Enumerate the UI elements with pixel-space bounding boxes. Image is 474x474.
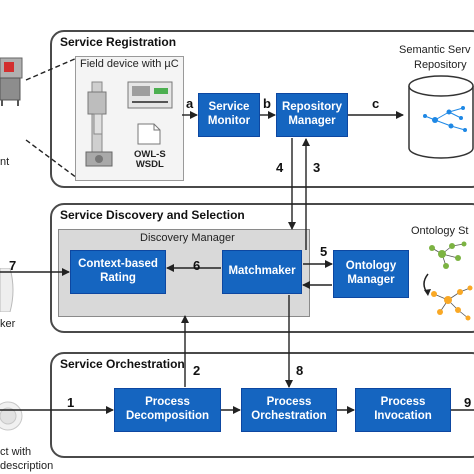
edge-label-8: 8 <box>296 363 304 378</box>
edge-label-b: b <box>263 96 271 111</box>
left-mid-label: ker <box>0 318 16 330</box>
semantic-repository-cylinder <box>408 75 474 159</box>
edge-label-a: a <box>186 96 194 111</box>
matchmaker-box: Matchmaker <box>222 250 302 294</box>
service-discovery-title: Service Discovery and Selection <box>60 208 245 222</box>
edge-label-c: c <box>372 96 380 111</box>
left-bottom-label-2: description <box>0 460 54 472</box>
left-device-illustration <box>0 401 23 431</box>
discovery-manager-label: Discovery Manager <box>140 232 235 244</box>
repository-manager-box: Repository Manager <box>276 93 348 137</box>
edge-label-4: 4 <box>276 160 284 175</box>
field-device-label: Field device with µC <box>80 58 179 70</box>
edge-label-9: 9 <box>464 395 472 410</box>
service-orchestration-title: Service Orchestration <box>60 357 185 371</box>
semantic-repository-label-1: Semantic Serv <box>399 44 471 56</box>
owl-s-wsdl-label: OWL-S WSDL <box>134 149 166 171</box>
service-monitor-box: Service Monitor <box>198 93 260 137</box>
left-top-label: nt <box>0 156 10 168</box>
process-orchestration-box: Process Orchestration <box>241 388 337 432</box>
edge-label-2: 2 <box>193 363 201 378</box>
ontology-graph <box>423 241 473 321</box>
process-invocation-box: Process Invocation <box>355 388 451 432</box>
left-bottom-label-1: ct with <box>0 446 32 458</box>
edge-label-6: 6 <box>193 258 201 273</box>
field-device-illustration <box>85 81 173 167</box>
edge-label-7: 7 <box>9 258 17 273</box>
context-based-rating-box: Context-based Rating <box>70 250 166 294</box>
edge-label-1: 1 <box>67 395 75 410</box>
semantic-repository-label-2: Repository <box>414 59 467 71</box>
service-registration-title: Service Registration <box>60 35 177 49</box>
left-speaker-illustration <box>0 268 14 312</box>
ontology-store-label: Ontology St <box>411 225 469 237</box>
edge-label-3: 3 <box>313 160 321 175</box>
left-machine-illustration <box>0 57 23 106</box>
ontology-manager-box: Ontology Manager <box>333 250 409 298</box>
process-decomposition-box: Process Decomposition <box>114 388 221 432</box>
edge-label-5: 5 <box>320 244 328 259</box>
